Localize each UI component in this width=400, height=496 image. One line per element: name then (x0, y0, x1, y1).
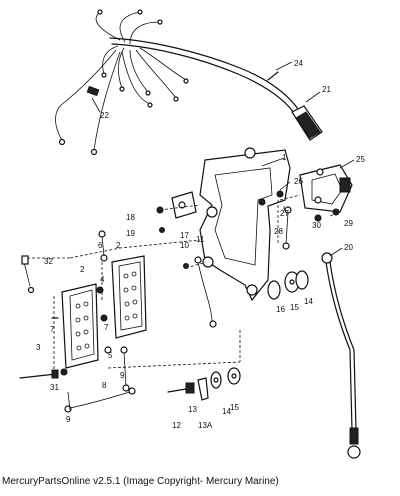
reference-lines (22, 194, 341, 378)
mounting-plate (199, 147, 291, 302)
fasteners (19, 190, 340, 401)
callout-8: 8 (102, 381, 107, 390)
callout-22: 22 (100, 111, 109, 120)
callout-14b: 14 (304, 297, 313, 306)
callout-7b: 7 (104, 323, 109, 332)
switch-box-right (111, 255, 147, 339)
callout-14: 14 (222, 407, 231, 416)
callout-labels: 1 2 2 3 4 5 6 7 7 8 9 9 10 11 12 13 13A … (36, 59, 365, 430)
callout-6: 6 (98, 241, 103, 250)
callout-10: 10 (180, 241, 189, 250)
wiring-harness (55, 9, 323, 156)
callout-15b: 15 (290, 303, 299, 312)
callout-1: 1 (282, 153, 287, 162)
callout-20: 20 (344, 243, 353, 252)
terminal-block (171, 191, 197, 219)
battery-cable (321, 252, 361, 459)
callout-15: 15 (230, 403, 239, 412)
callout-2: 2 (80, 265, 85, 274)
rectifier (299, 164, 353, 213)
ground-lead (194, 256, 217, 328)
callout-26: 26 (294, 177, 303, 186)
callout-21: 21 (322, 85, 331, 94)
switch-box-left (61, 283, 99, 369)
callout-32: 32 (44, 257, 53, 266)
callout-3: 3 (36, 343, 41, 352)
callout-2b: 2 (116, 241, 121, 250)
callout-31: 31 (50, 383, 59, 392)
callout-13: 13 (188, 405, 197, 414)
callout-12: 12 (172, 421, 181, 430)
callout-19: 19 (126, 229, 135, 238)
callout-11: 11 (196, 235, 205, 244)
copyright-caption: MercuryPartsOnline v2.5.1 (Image Copyrig… (2, 476, 279, 487)
exploded-parts-diagram: 1 2 2 3 4 5 6 7 7 8 9 9 10 11 12 13 13A … (19, 9, 365, 459)
callout-24: 24 (294, 59, 303, 68)
callout-29: 29 (344, 219, 353, 228)
leader-lines (91, 61, 355, 257)
callout-4: 4 (100, 275, 105, 284)
callout-18: 18 (126, 213, 135, 222)
callout-27: 27 (280, 209, 289, 218)
callout-30: 30 (312, 221, 321, 230)
callout-17: 17 (180, 231, 189, 240)
callout-25: 25 (356, 155, 365, 164)
callout-28: 28 (274, 227, 283, 236)
callout-9: 9 (66, 415, 71, 424)
callout-16: 16 (276, 305, 285, 314)
callout-5: 5 (108, 351, 113, 360)
callout-9b: 9 (120, 371, 125, 380)
callout-7: 7 (50, 325, 55, 334)
callout-13a: 13A (198, 421, 213, 430)
short-leads (21, 206, 292, 413)
